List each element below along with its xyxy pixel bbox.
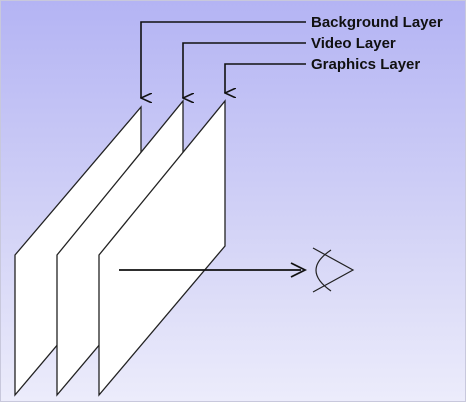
background-layer-leader [141,21,306,98]
background-layer-label: Background Layer [311,14,443,31]
view-direction-arrowhead [290,262,308,278]
video-layer-label: Video Layer [311,35,396,52]
video-layer-leader [183,42,306,98]
graphics-layer-leader [225,63,306,93]
eye-icon [312,247,355,293]
graphics-layer-plane [98,99,226,397]
graphics-layer-label: Graphics Layer [311,56,420,73]
